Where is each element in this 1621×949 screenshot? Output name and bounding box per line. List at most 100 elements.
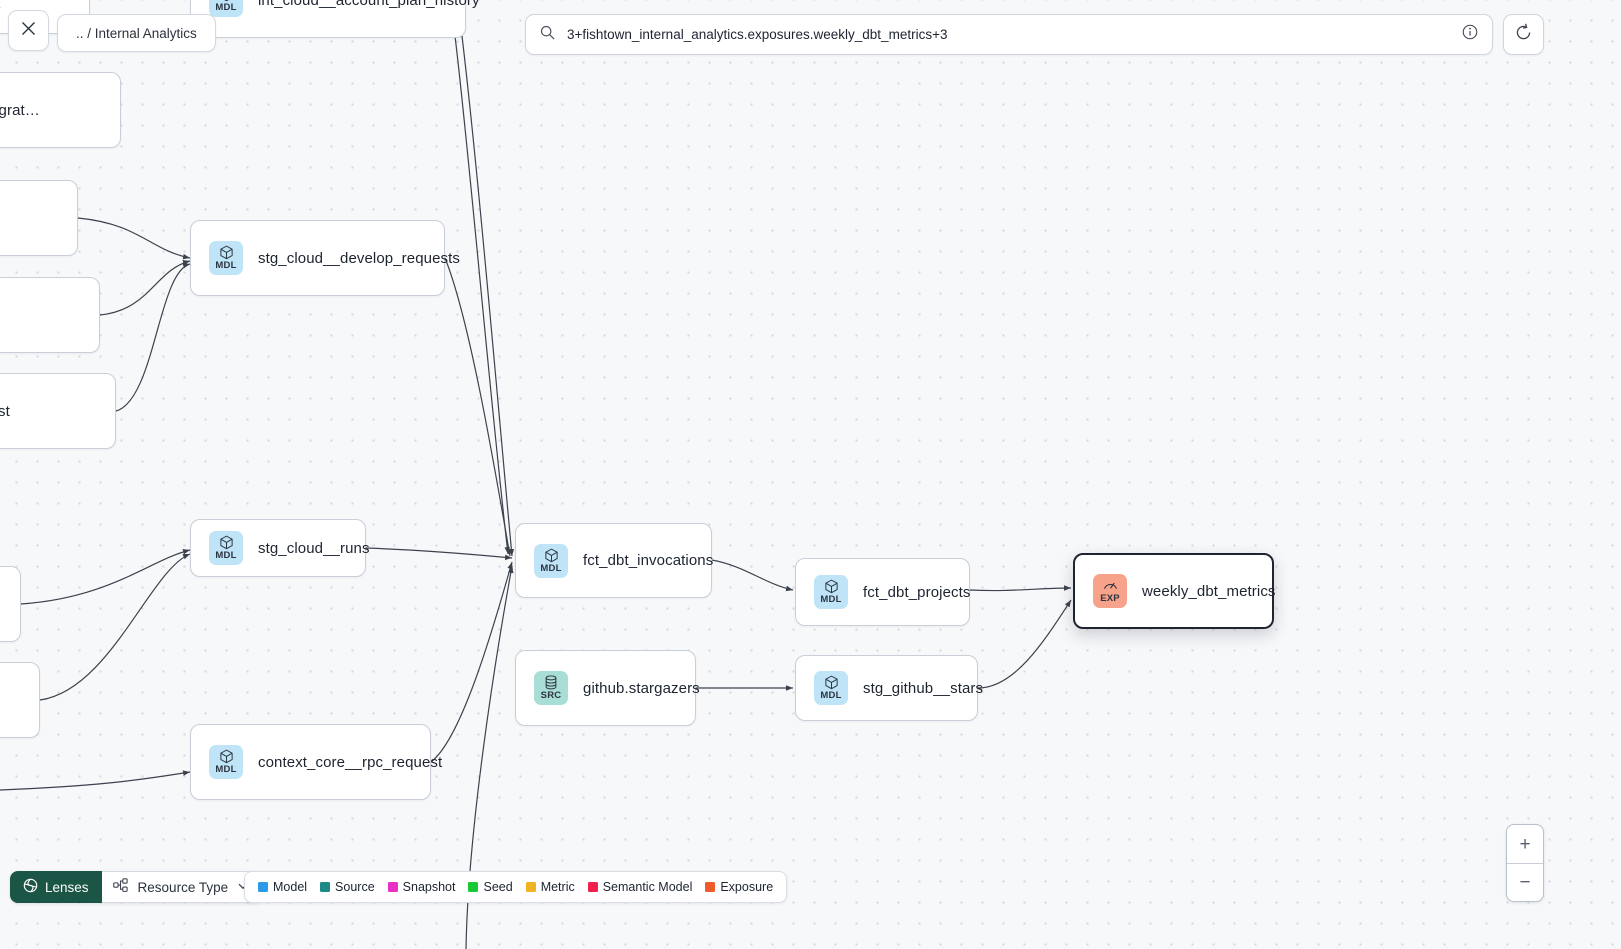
- node-type-abbr: MDL: [215, 764, 237, 775]
- refresh-button[interactable]: [1503, 14, 1544, 55]
- search-bar[interactable]: [525, 14, 1493, 55]
- cube-icon: [219, 535, 234, 550]
- lineage-edge: [461, 35, 515, 557]
- node-label: fct_dbt_projects: [863, 583, 971, 601]
- lineage-node[interactable]: MDL stg_cloud__develop_requests: [190, 220, 460, 296]
- lineage-node[interactable]: n: [0, 566, 21, 642]
- node-type-badge-mdl: MDL: [209, 0, 243, 17]
- node-type-abbr: MDL: [820, 594, 842, 605]
- lenses-button[interactable]: Lenses: [10, 871, 102, 903]
- legend-label: Source: [335, 880, 375, 894]
- lineage-edge: [711, 559, 794, 592]
- legend-item[interactable]: Metric: [525, 880, 575, 894]
- zoom-in-button[interactable]: +: [1519, 833, 1531, 855]
- search-input[interactable]: [567, 27, 1450, 42]
- node-type-abbr: MDL: [215, 550, 237, 561]
- legend-item[interactable]: Seed: [468, 880, 513, 894]
- node-type-abbr: MDL: [215, 2, 237, 13]
- legend-swatch: [258, 882, 268, 892]
- node-type-badge-mdl: MDL: [209, 531, 243, 565]
- lineage-node[interactable]: MDL fct_dbt_invocations: [515, 523, 714, 598]
- node-label: github.stargazers: [583, 679, 700, 697]
- lineage-node[interactable]: _run: [0, 662, 40, 738]
- legend-swatch: [320, 882, 331, 892]
- legend-item[interactable]: Exposure: [705, 880, 773, 894]
- zoom-controls: + −: [1506, 824, 1544, 902]
- node-type-badge-mdl: MDL: [814, 671, 848, 705]
- node-label: stg_github__stars: [863, 679, 984, 697]
- resource-type-icon: [112, 877, 129, 897]
- cube-icon: [219, 749, 234, 764]
- node-label: multicell_migrat…: [0, 101, 40, 119]
- legend-label: Seed: [483, 880, 513, 894]
- lineage-node[interactable]: op_request: [0, 180, 78, 256]
- lineage-edge: [99, 260, 191, 316]
- lineage-node[interactable]: velop_request: [0, 277, 100, 353]
- lineage-node[interactable]: multicell_migrat…: [0, 72, 121, 148]
- search-icon: [540, 25, 555, 45]
- resource-type-dropdown[interactable]: Resource Type: [101, 871, 263, 903]
- legend-swatch: [587, 882, 598, 892]
- refresh-icon: [1514, 23, 1533, 47]
- legend-item[interactable]: Model: [258, 880, 307, 894]
- legend-label: Metric: [540, 880, 575, 894]
- legend-label: Snapshot: [402, 880, 456, 894]
- info-icon[interactable]: [1462, 24, 1478, 45]
- lineage-edge: [39, 553, 191, 701]
- cube-icon: [824, 675, 839, 690]
- lineage-edge: [115, 263, 191, 412]
- close-button[interactable]: [8, 10, 49, 51]
- lineage-edge: [20, 548, 191, 605]
- bottom-toolbar: Lenses Resource Type: [10, 871, 263, 903]
- legend-label: Exposure: [720, 880, 774, 894]
- lineage-edge: [444, 257, 512, 557]
- cube-icon: [544, 548, 559, 563]
- node-label: _develop_request: [0, 402, 10, 420]
- legend-label: Model: [273, 880, 308, 894]
- node-type-abbr: MDL: [540, 562, 562, 574]
- lineage-node[interactable]: EXP weekly_dbt_metrics: [1073, 553, 1276, 629]
- legend-item[interactable]: Snapshot: [387, 880, 456, 894]
- lineage-edge: [0, 770, 191, 791]
- node-label: weekly_dbt_metrics: [1142, 582, 1276, 600]
- cube-icon: [219, 245, 234, 260]
- zoom-out-button[interactable]: −: [1507, 863, 1543, 901]
- lineage-node[interactable]: MDL fct_dbt_projects: [795, 558, 970, 626]
- node-type-abbr: SRC: [540, 690, 562, 701]
- lineage-edge: [969, 585, 1072, 592]
- lineage-edge: [365, 547, 513, 561]
- node-label: int_cloud__account_plan_history: [258, 0, 480, 9]
- node-type-abbr: MDL: [820, 690, 842, 701]
- legend-swatch: [705, 882, 716, 892]
- node-type-badge-mdl: MDL: [814, 575, 848, 609]
- node-type-abbr: EXP: [1100, 593, 1120, 604]
- lens-icon: [23, 878, 38, 896]
- lineage-node[interactable]: SRC github.stargazers: [515, 650, 700, 726]
- node-label: stg_cloud__develop_requests: [258, 249, 461, 267]
- lineage-node[interactable]: MDL int_cloud__account_plan_history: [190, 0, 479, 38]
- resource-type-label: Resource Type: [137, 879, 229, 895]
- resource-type-legend: Model Source Snapshot Seed Metric Semantic Mo…: [244, 871, 788, 903]
- lineage-edge: [77, 217, 191, 260]
- close-icon: [20, 20, 37, 42]
- node-label: fct_dbt_invocations: [583, 552, 714, 569]
- breadcrumb[interactable]: .. / Internal Analytics: [57, 14, 216, 52]
- node-type-badge-exp: EXP: [1093, 574, 1127, 608]
- legend-swatch: [525, 882, 536, 892]
- lineage-node[interactable]: MDL stg_cloud__runs: [190, 519, 369, 577]
- node-type-abbr: MDL: [215, 260, 237, 271]
- legend-item[interactable]: Semantic Model: [587, 880, 692, 894]
- legend-item[interactable]: Source: [320, 880, 375, 894]
- lineage-edge: [430, 561, 513, 763]
- lineage-node[interactable]: MDL stg_github__stars: [795, 655, 983, 721]
- node-label: stg_cloud__runs: [258, 539, 370, 557]
- lineage-edge: [454, 35, 510, 555]
- database-icon: [544, 675, 558, 690]
- lineage-node[interactable]: _develop_request: [0, 373, 116, 449]
- cube-icon: [824, 579, 839, 594]
- lenses-label: Lenses: [45, 879, 89, 895]
- legend-swatch: [387, 882, 398, 892]
